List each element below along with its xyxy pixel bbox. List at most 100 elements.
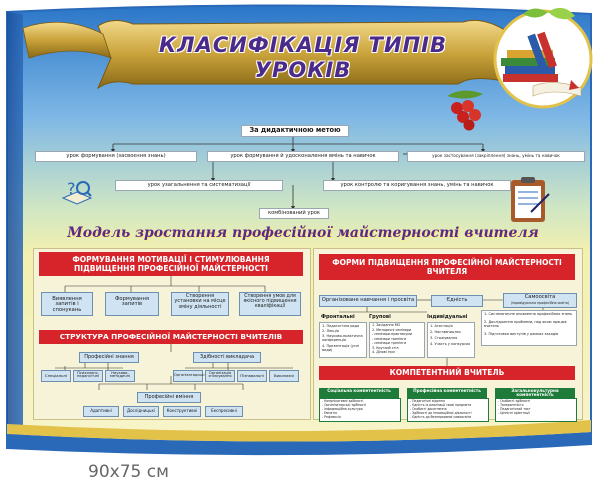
form-type-frontal: Фронтальні	[321, 314, 355, 320]
group-item: - семінари-практикуми	[372, 332, 412, 336]
skill-item-expressive-label: Експресивні	[211, 408, 237, 413]
ability-item-cognitive-label: Пізнавальні	[240, 372, 264, 378]
didactic-goal-label: За дидактичною метою	[249, 126, 341, 134]
form-type-group: Групові	[369, 314, 391, 320]
knowledge-item-psych: Психолого-педагогічні	[73, 370, 103, 382]
books-decoration-icon	[493, 7, 593, 109]
competence-professional-item: - Педагогічні відання	[410, 399, 445, 403]
self-education-sub-label: (індивідуальна професійна освіта)	[510, 300, 570, 305]
competent-teacher-label: КОМПЕТЕНТНИЙ ВЧИТЕЛЬ	[389, 368, 505, 377]
competence-cultural-item: - Особисті здібності	[498, 399, 531, 403]
skill-item-adaptive-label: Адаптивні	[90, 408, 112, 413]
lesson-type-application-label: урок застосування (закріплення) знань, у…	[432, 153, 560, 158]
skill-item-constructive-label: Конструктивні	[166, 408, 198, 413]
group-item: 1. Засідання МО	[372, 323, 401, 327]
structure-header-label: СТРУКТУРА ПРОФЕСІЙНОЇ МАЙСТЕРНОСТІ ВЧИТЕ…	[59, 332, 283, 341]
competence-social-item: - Організаторські здібності	[322, 403, 367, 407]
competence-professional-item: - Єдність їх реалізації своєї предмета	[410, 403, 472, 407]
ability-item-executive-label: Виконавчі	[273, 372, 295, 378]
competent-teacher-header: КОМПЕТЕНТНИЙ ВЧИТЕЛЬ	[319, 366, 575, 380]
lesson-type-skills-label: урок формування й удосконалення вмінь та…	[230, 152, 376, 159]
knowledge-item-psych-label: Психолого-педагогічні	[76, 370, 100, 379]
abilities-box: Здібності викладача	[193, 352, 261, 363]
competence-social-item: - Комунікативні здібності	[322, 399, 364, 403]
ability-item-cognitive: Пізнавальні	[237, 370, 267, 382]
ability-item-communication: Організація спілкування	[205, 370, 235, 382]
self-education-item: 2. Дослідження проблеми, над якою працює…	[484, 320, 567, 328]
motivation-header-label: ФОРМУВАННЯ МОТИВАЦІЇ І СТИМУЛЮВАННЯ ПІДВ…	[72, 255, 270, 273]
left-connectors	[55, 276, 293, 390]
knowledge-item-special-label: Спеціальні	[44, 372, 68, 378]
competence-cultural-list: - Особисті здібності - Толерантність - П…	[495, 398, 577, 422]
competence-professional-title: Професійна компетентність	[413, 387, 481, 393]
ability-item-executive: Виконавчі	[269, 370, 299, 382]
skill-item-research: Дослідницькі	[123, 406, 159, 417]
frontal-item: 1. Педагогічна рада	[322, 324, 360, 328]
individual-item: 2. Наставництво	[430, 330, 461, 334]
form-type-individual: Індивідуальні	[427, 314, 468, 320]
skill-item-research-label: Дослідницькі	[126, 408, 156, 413]
unity-box[interactable]: Єдність	[431, 295, 483, 307]
self-education-item: 3. Підготовка виступів у рамках заходів	[484, 332, 559, 336]
forms-header: ФОРМИ ПІДВИЩЕННЯ ПРОФЕСІЙНОЇ МАЙСТЕРНОСТ…	[319, 254, 575, 280]
rowan-berries-icon	[447, 90, 483, 131]
competence-professional-item: - Особисті досягнення	[410, 407, 447, 411]
stand-board: ? КЛАСИФІКАЦІЯ ТИПІВ УРОКІВ	[3, 4, 595, 456]
competence-cultural-item: - Педагогічний такт	[498, 407, 531, 411]
individual-list: 1. Атестація 2. Наставництво 3. Стажуван…	[427, 322, 475, 358]
motivation-header: ФОРМУВАННЯ МОТИВАЦІЇ І СТИМУЛЮВАННЯ ПІДВ…	[39, 252, 303, 276]
lesson-type-control-label: урок контролю та коригування знань, умін…	[340, 181, 494, 188]
skill-item-adaptive: Адаптивні	[83, 406, 119, 417]
lesson-type-control: урок контролю та коригування знань, умін…	[323, 180, 511, 191]
frontal-list: 1. Педагогічна рада 2. Лекція 3. Науково…	[319, 322, 367, 358]
individual-item: 3. Стажування	[430, 336, 458, 340]
clipboard-icon	[511, 177, 550, 222]
self-education-label: Самоосвіта	[524, 294, 556, 300]
motivation-box-1-label: Виявлення запитів і спонукань	[52, 296, 82, 313]
lesson-type-formation-label: урок формування (засвоєння знань)	[66, 152, 166, 159]
lesson-type-generalization-label: урок узагальнення та систематизації	[147, 181, 251, 188]
competence-cultural-item: - Ціннісні орієнтації	[498, 411, 530, 415]
motivation-box-2: Формування запитів	[105, 292, 159, 316]
lesson-type-generalization: урок узагальнення та систематизації	[115, 180, 283, 191]
competence-cultural-title: Загальнокультурна компетентність	[511, 387, 559, 397]
ability-item-organizational: Організаторські	[173, 370, 205, 382]
skill-item-constructive: Конструктивні	[163, 406, 201, 417]
motivation-box-2-label: Формування запитів	[114, 296, 150, 308]
self-education-item: 1. Систематичне оновлення професійних зн…	[484, 312, 573, 316]
lesson-type-application: урок застосування (закріплення) знань, у…	[407, 151, 585, 162]
frontal-item: 4. Презентація (усні види)	[322, 344, 360, 352]
group-item: 3. Круглий стіл	[372, 345, 399, 350]
self-education-box[interactable]: Самоосвіта (індивідуальна професійна осв…	[503, 293, 577, 308]
motivation-box-3: Створення установки на місце зміну діяль…	[171, 292, 229, 316]
subtitle: Модель зростання професійної майстерност…	[67, 225, 539, 241]
ability-item-communication-label: Організація спілкування	[208, 370, 232, 379]
knowledge-item-special: Спеціальні	[41, 370, 71, 382]
skills-box: Професійні вміння	[137, 392, 201, 403]
title-line-2: УРОКІВ	[254, 58, 352, 82]
motivation-box-4: Створення умов для якісного підвищення к…	[239, 292, 301, 316]
organized-learning-box[interactable]: Організоване навчання і просвіта	[319, 295, 417, 307]
ability-item-organizational-label: Організаторські	[174, 372, 205, 377]
competence-social-item: - Рефлексія	[322, 415, 341, 419]
skill-item-expressive: Експресивні	[205, 406, 243, 417]
knowledge-label: Професійні знання	[84, 353, 134, 360]
competence-professional-header: Професійна компетентність	[407, 388, 487, 398]
frontal-item: 2. Лекція	[322, 329, 339, 333]
competence-social-list: - Комунікативні здібності - Організаторс…	[319, 398, 401, 422]
self-education-list: 1. Систематичне оновлення професійних зн…	[481, 310, 577, 346]
svg-text:?: ?	[67, 179, 76, 198]
knowledge-item-method: Науково-методичні	[105, 370, 135, 382]
individual-item: 1. Атестація	[430, 324, 453, 328]
lesson-type-skills: урок формування й удосконалення вмінь та…	[207, 151, 399, 162]
competence-professional-list: - Педагогічні відання - Єдність їх реалі…	[407, 398, 489, 422]
unity-label: Єдність	[446, 297, 468, 303]
size-caption: 90x75 см	[88, 462, 169, 482]
structure-header: СТРУКТУРА ПРОФЕСІЙНОЇ МАЙСТЕРНОСТІ ВЧИТЕ…	[39, 330, 303, 344]
group-item: 2. Методичні семінари	[372, 327, 412, 332]
motivation-box-3-label: Створення установки на місце зміну діяль…	[174, 293, 226, 310]
group-item: 4. Ділові ігри	[372, 350, 395, 354]
lesson-type-combined-label: комбінований урок	[267, 209, 321, 216]
group-item: - семінари тренінги	[372, 341, 407, 345]
group-list: 1. Засідання МО 2. Методичні семінари - …	[369, 322, 425, 358]
